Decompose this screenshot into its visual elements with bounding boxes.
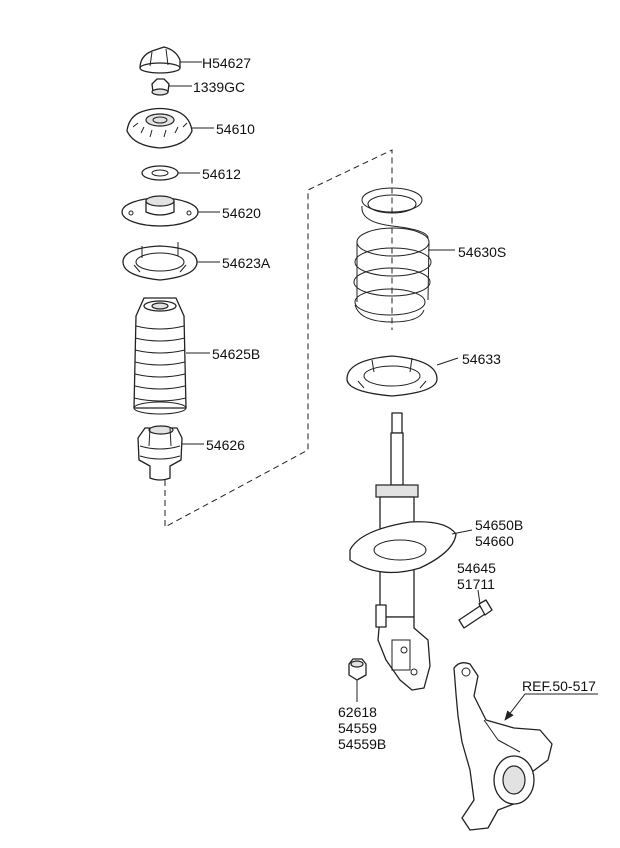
steering-knuckle-part[interactable] xyxy=(453,662,553,831)
upper-spring-seat-part[interactable] xyxy=(121,195,199,227)
label-strut-line1[interactable]: 54650B xyxy=(475,517,524,533)
label-lock-nut[interactable]: 1339GC xyxy=(193,79,246,95)
label-upper-pad[interactable]: 54623A xyxy=(222,255,271,271)
label-upper-seat[interactable]: 54620 xyxy=(222,205,261,221)
label-strut-mount[interactable]: 54610 xyxy=(216,121,255,137)
top-cap-part[interactable] xyxy=(139,46,181,74)
label-nut-line1[interactable]: 62618 xyxy=(338,704,377,720)
label-coil-spring[interactable]: 54630S xyxy=(458,244,507,260)
label-nut-line3[interactable]: 54559B xyxy=(338,736,387,752)
label-bump-stopper[interactable]: 54626 xyxy=(206,437,245,453)
upper-spring-pad-part[interactable] xyxy=(122,242,198,281)
label-bearing[interactable]: 54612 xyxy=(202,166,241,182)
mounting-bolt-part[interactable] xyxy=(458,599,493,629)
strut-mount-part[interactable] xyxy=(126,107,193,149)
label-strut-line2[interactable]: 54660 xyxy=(475,533,514,549)
label-bolt-line2[interactable]: 51711 xyxy=(457,576,495,592)
label-lower-pad[interactable]: 54633 xyxy=(462,351,501,367)
label-top-cap[interactable]: H54627 xyxy=(202,55,252,71)
bump-stopper-part[interactable] xyxy=(137,425,183,481)
leader-lines xyxy=(168,61,598,721)
hex-nut-part[interactable] xyxy=(348,658,367,681)
bearing-part[interactable] xyxy=(141,165,179,181)
coil-spring-part[interactable] xyxy=(353,187,432,323)
dust-cover-part[interactable] xyxy=(133,297,187,415)
label-bolt-line1[interactable]: 54645 xyxy=(457,560,496,576)
lock-nut-part[interactable] xyxy=(151,78,170,96)
label-dust-cover[interactable]: 54625B xyxy=(212,346,261,362)
assembly-guide-line xyxy=(164,149,393,528)
strut-assembly-part[interactable] xyxy=(349,412,457,691)
label-nut-line2[interactable]: 54559 xyxy=(338,720,377,736)
label-knuckle-ref[interactable]: REF.50-517 xyxy=(522,678,596,694)
lower-spring-pad-part[interactable] xyxy=(346,355,438,397)
